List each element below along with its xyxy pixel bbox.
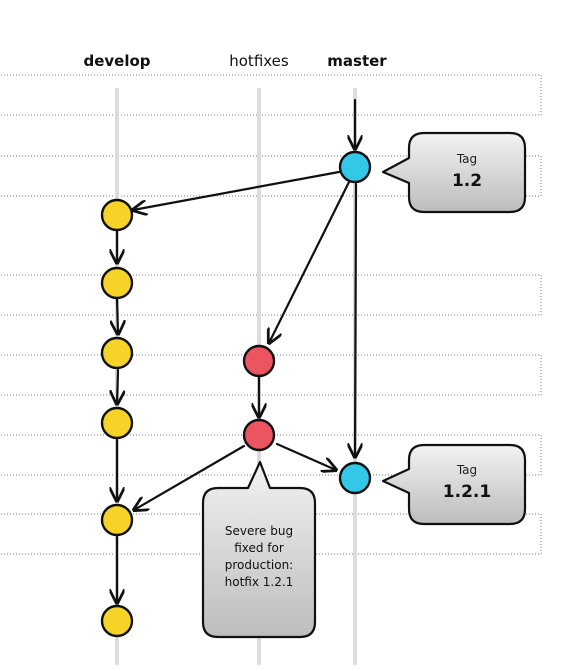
commit-develop-3 (100, 336, 134, 370)
commit-hotfix-1 (242, 344, 276, 378)
commit-hotfix-2 (242, 418, 276, 452)
callout-bubble (381, 443, 527, 526)
tag-callout-1-2: Tag 1.2 (381, 131, 527, 214)
commit-develop-5 (100, 503, 134, 537)
branch-label-hotfixes: hotfixes (229, 52, 289, 70)
callout-bubble (381, 131, 527, 214)
commit-arrows (117, 98, 356, 603)
tag-version: 1.2 (452, 171, 482, 191)
note-line-3: production: (225, 558, 293, 572)
commit-develop-4 (100, 406, 134, 440)
commits (100, 150, 372, 638)
arrow-master-to-master (355, 182, 356, 457)
tag-label: Tag (456, 463, 477, 477)
tag-callout-1-2-1: Tag 1.2.1 (381, 443, 527, 526)
arrow-develop-3 (117, 368, 118, 404)
tag-version: 1.2.1 (443, 482, 491, 502)
commit-master-1 (338, 150, 372, 184)
arrow-hotfix-to-master (275, 442, 336, 470)
band (0, 274, 542, 316)
arrow-develop-2 (117, 297, 118, 334)
arrow-hotfix-to-develop (134, 444, 246, 510)
tag-label: Tag (456, 152, 477, 166)
commit-master-2 (338, 461, 372, 495)
note-line-4: hotfix 1.2.1 (225, 575, 294, 589)
arrow-master-to-hotfix (269, 180, 351, 343)
hotfix-note-callout: Severe bug fixed for production: hotfix … (201, 460, 317, 639)
arrow-master-to-develop (133, 170, 341, 210)
commit-develop-6 (100, 604, 134, 638)
branch-label-develop: develop (83, 52, 150, 70)
commit-develop-1 (100, 198, 134, 232)
note-line-1: Severe bug (225, 524, 293, 538)
branch-label-master: master (327, 52, 387, 70)
callout-bubble (201, 460, 317, 639)
band (0, 74, 542, 116)
note-line-2: fixed for (234, 541, 284, 555)
commit-develop-2 (100, 266, 134, 300)
